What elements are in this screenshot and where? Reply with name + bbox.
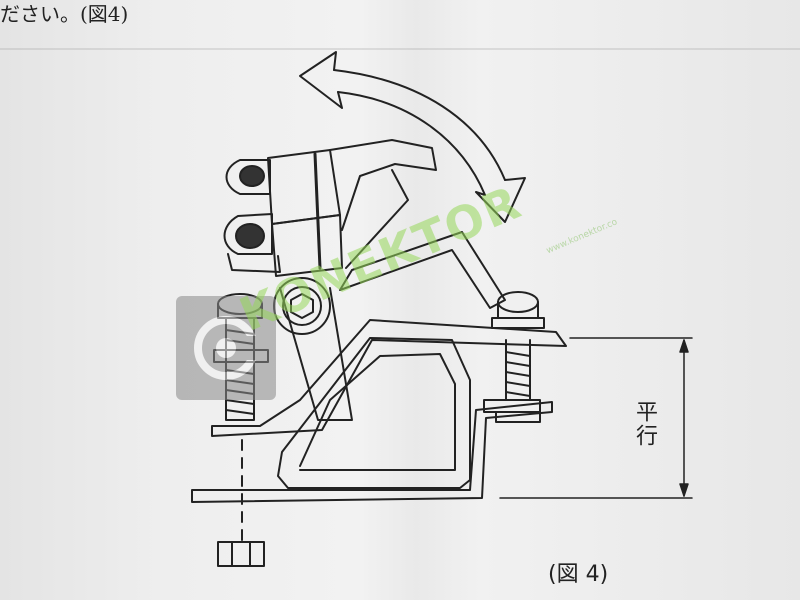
parallel-label: 平行 [632, 400, 657, 448]
bidirectional-arrow-icon [299, 51, 526, 223]
paper-fold [0, 48, 800, 50]
device-head [223, 139, 506, 309]
figure-caption: (図 4) [548, 562, 609, 587]
bracket [191, 319, 567, 503]
header-text: ださい。(図4) [0, 2, 129, 26]
watermark-logo-icon [176, 296, 276, 400]
parallel-dimension [499, 337, 693, 499]
nut [217, 541, 265, 567]
right-bolt [491, 291, 545, 423]
